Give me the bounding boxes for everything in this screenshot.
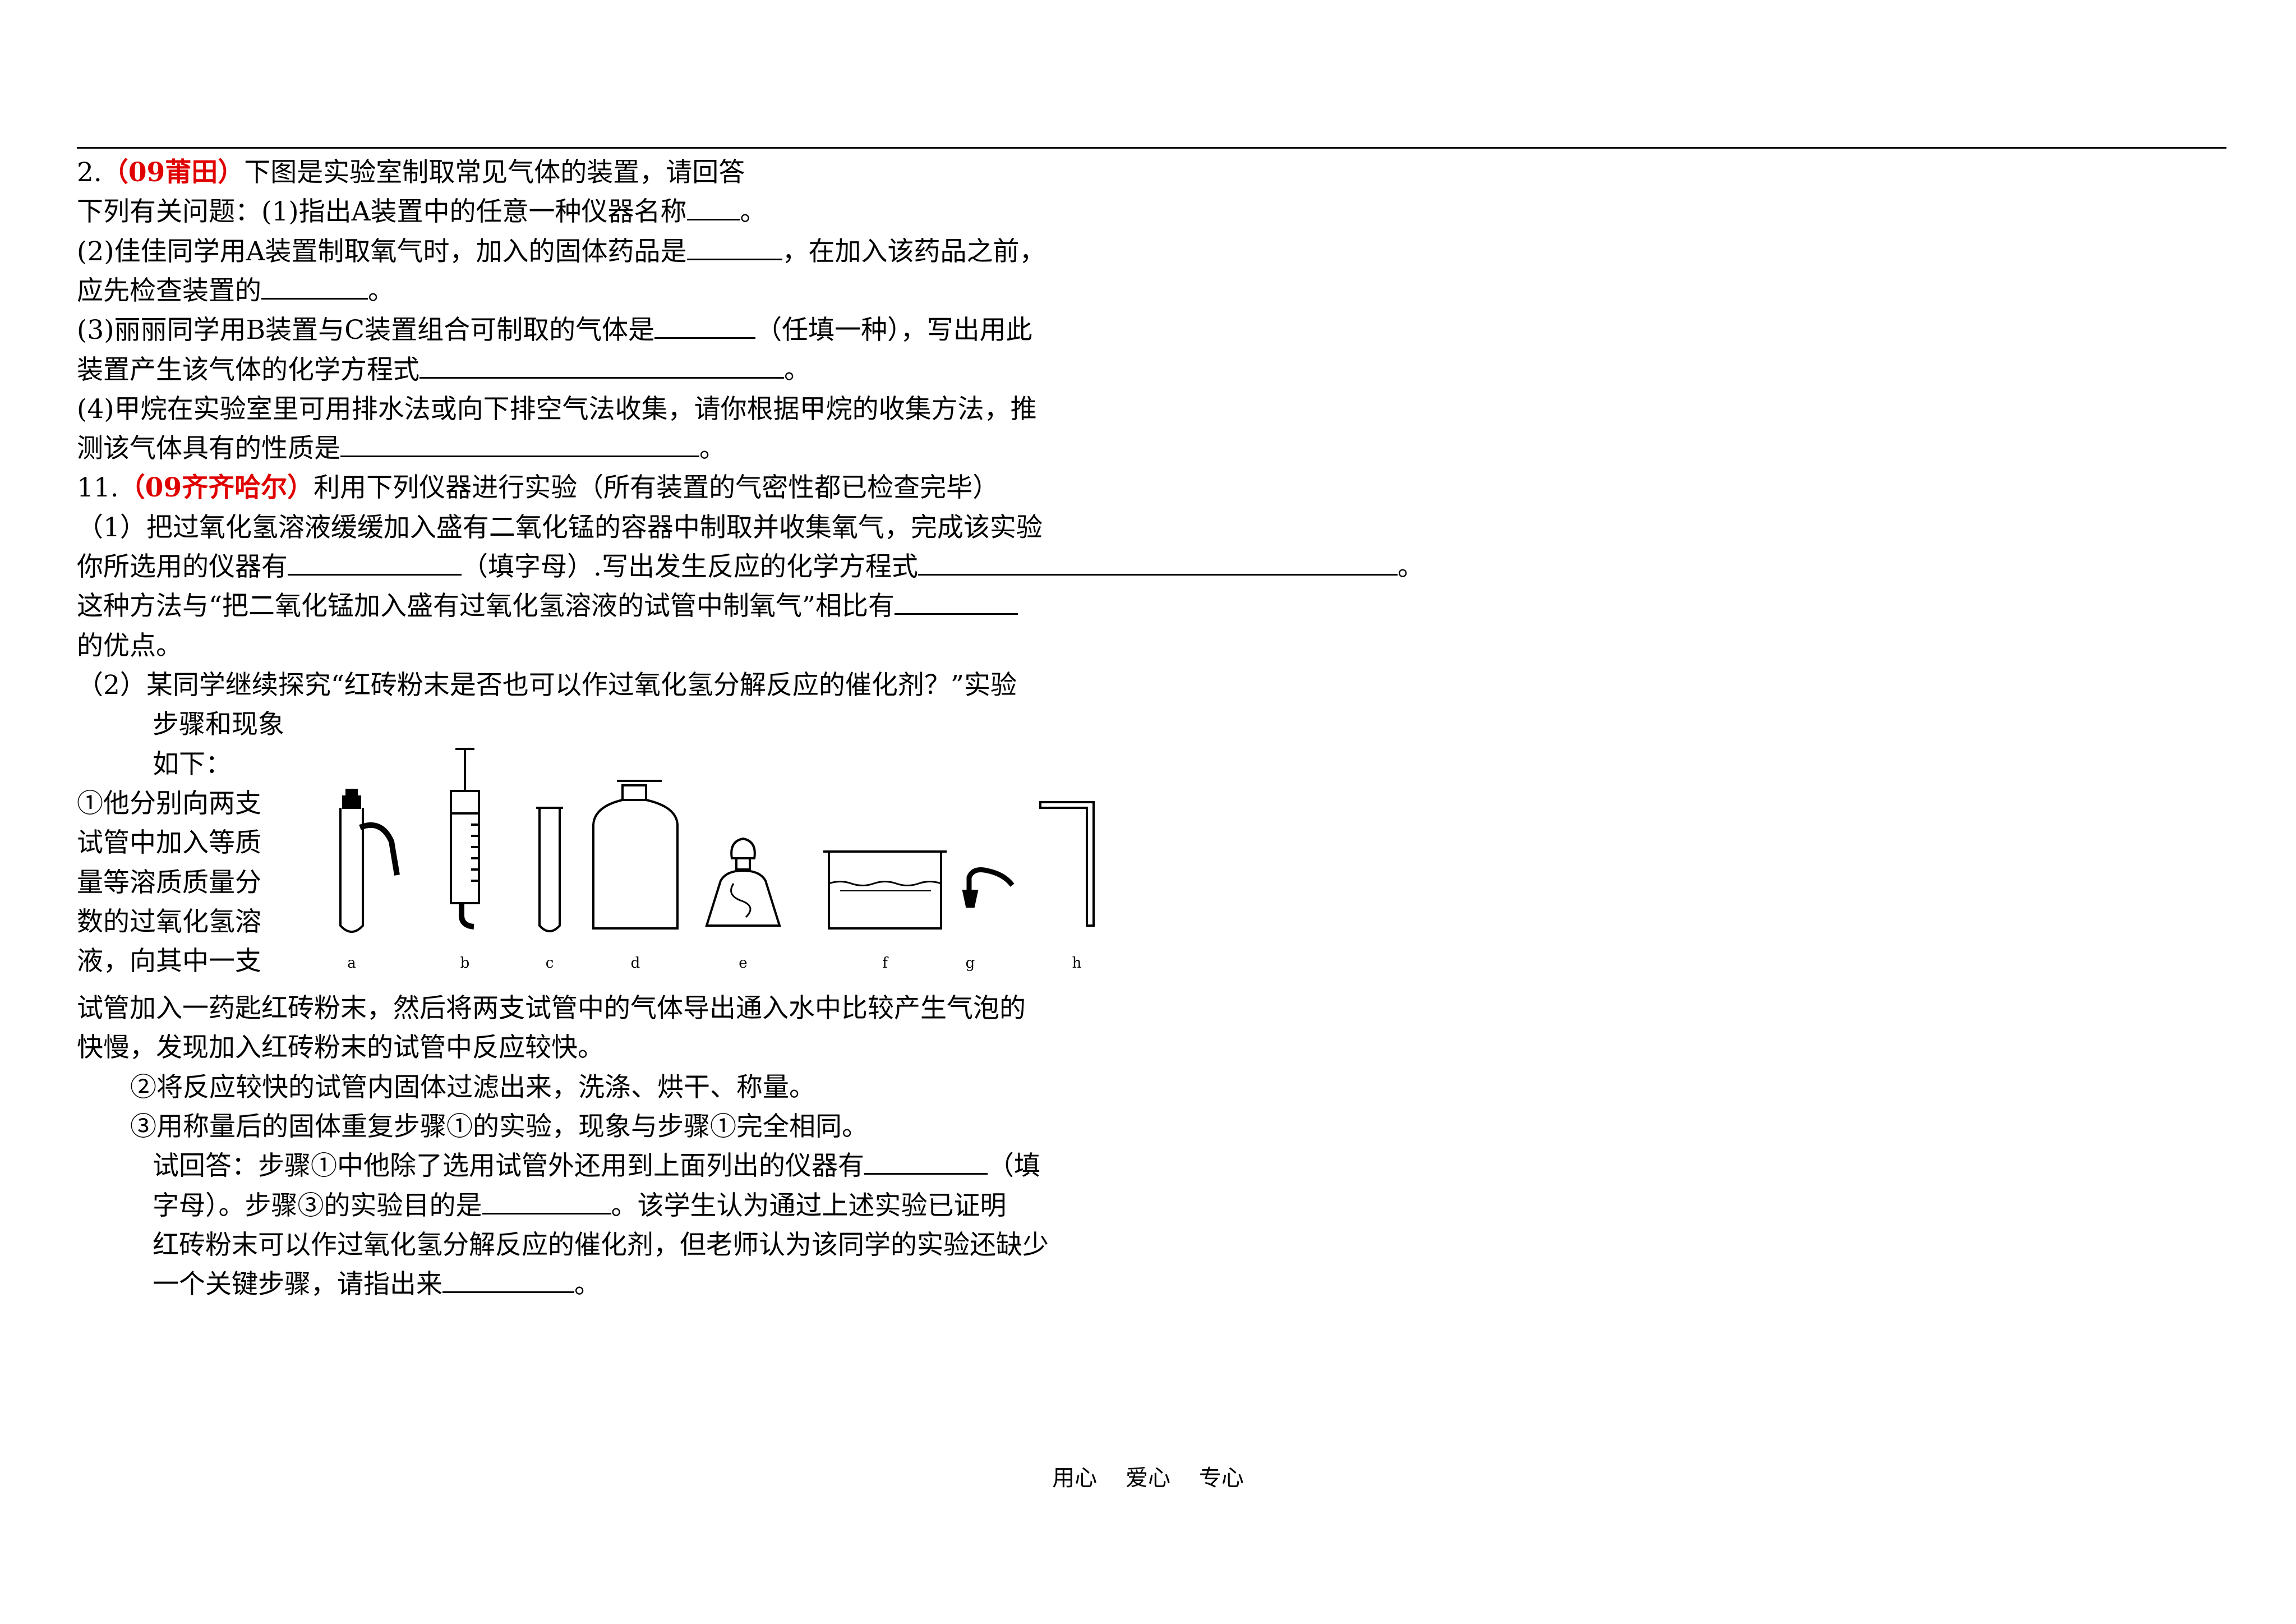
q11-p2-line-2: 步骤和现象: [153, 709, 284, 740]
q11-side-line: 液，向其中一支: [77, 946, 261, 977]
stopper-with-tube: [962, 867, 1015, 908]
q11-answer-line-2: 字母）。步骤③的实验目的是。该学生认为通过上述实验已证明: [153, 1190, 1007, 1221]
q11-side-line: 数的过氧化氢溶: [77, 907, 261, 937]
q11-side-line: ①他分别向两支: [77, 788, 261, 819]
q11-step-2: ②将反应较快的试管内固体过滤出来，洗涤、烘干、称量。: [130, 1072, 815, 1103]
answer-blank[interactable]: [686, 236, 782, 260]
figure-label-c: c: [546, 955, 554, 972]
answer-blank[interactable]: [895, 591, 1018, 615]
page-footer: 用心 爱心 专心: [1052, 1465, 1244, 1491]
alcohol-lamp: [705, 837, 781, 927]
q11-p2-line-4: 试管加入一药匙红砖粉末，然后将两支试管中的气体导出通入水中比较产生气泡的: [77, 993, 1026, 1024]
q11-p1-line-2: 你所选用的仪器有（填字母）.写出发生反应的化学方程式。: [77, 551, 1424, 582]
q2-line-4: 应先检查装置的。: [77, 275, 394, 306]
test-tube: [536, 807, 563, 932]
header-rule: [77, 147, 2226, 149]
test-tube-with-stopper: [339, 789, 400, 933]
figure-label-d: d: [631, 955, 640, 972]
answer-blank[interactable]: [442, 1269, 574, 1293]
q2-source: （09莆田）: [102, 157, 245, 188]
figure-label-b: b: [460, 955, 470, 972]
answer-blank[interactable]: [340, 433, 699, 457]
figure-label-h: h: [1072, 955, 1082, 972]
answer-blank[interactable]: [686, 196, 740, 220]
q11-p2-line-5: 快慢，发现加入红砖粉末的试管中反应较快。: [77, 1032, 604, 1063]
answer-blank[interactable]: [918, 551, 1398, 576]
answer-blank[interactable]: [261, 275, 368, 300]
q2-line-5: (3)丽丽同学用B装置与C装置组合可制取的气体是（任填一种），写出用此: [77, 315, 1032, 346]
figure-label-e: e: [739, 955, 747, 972]
q11-side-line: 试管中加入等质: [77, 827, 261, 858]
q2-line-8: 测该气体具有的性质是。: [77, 433, 726, 464]
answer-blank[interactable]: [288, 551, 462, 576]
figure-label-g: g: [966, 955, 975, 972]
q2-line-1: 2.（09莆田）下图是实验室制取常见气体的装置，请回答: [77, 157, 745, 188]
q11-step-3: ③用称量后的固体重复步骤①的实验，现象与步骤①完全相同。: [130, 1111, 868, 1142]
q11-side-line: 量等溶质质量分: [77, 867, 261, 898]
bent-glass-tube: [1039, 801, 1095, 927]
answer-blank[interactable]: [864, 1151, 988, 1175]
answer-blank[interactable]: [482, 1190, 611, 1214]
q11-answer-line-4: 一个关键步骤，请指出来。: [153, 1269, 601, 1300]
figure-label-f: f: [882, 955, 889, 972]
q11-line-1: 11.（09齐齐哈尔）利用下列仪器进行实验（所有装置的气密性都已检查完毕）: [77, 472, 999, 503]
apparatus-figure: a b c d e f g h: [339, 748, 1095, 972]
q2-line-2: 下列有关问题：(1)指出A装置中的任意一种仪器名称。: [77, 196, 767, 227]
q11-answer-line-1: 试回答：步骤①中他除了选用试管外还用到上面列出的仪器有（填: [153, 1151, 1040, 1181]
q2-line-6: 装置产生该气体的化学方程式。: [77, 355, 810, 385]
answer-blank[interactable]: [419, 355, 784, 379]
figure-label-a: a: [347, 955, 356, 972]
answer-blank[interactable]: [654, 315, 756, 339]
water-trough: [823, 850, 947, 930]
q2-line-7: (4)甲烷在实验室里可用排水法或向下排空气法收集，请你根据甲烷的收集方法，推: [77, 394, 1037, 425]
q11-answer-line-3: 红砖粉末可以作过氧化氢分解反应的催化剂，但老师认为该同学的实验还缺少: [153, 1230, 1049, 1260]
q11-p2-line-3: 如下：: [153, 749, 232, 780]
q11-p1-line-3: 这种方法与“把二氧化锰加入盛有过氧化氢溶液的试管中制氧气”相比有: [77, 591, 1018, 622]
q11-p2-line-1: （2）某同学继续探究“红砖粉末是否也可以作过氧化氢分解反应的催化剂？”实验: [77, 670, 1017, 701]
q11-p1-line-4: 的优点。: [77, 631, 182, 661]
q11-p1-line-1: （1）把过氧化氢溶液缓缓加入盛有二氧化锰的容器中制取并收集氧气，完成该实验: [77, 512, 1043, 543]
q2-line-3: (2)佳佳同学用A装置制取氧气时，加入的固体药品是，在加入该药品之前，: [77, 236, 1046, 267]
syringe: [450, 748, 480, 930]
q11-source: （09齐齐哈尔）: [118, 472, 314, 503]
gas-collection-bottle: [592, 780, 679, 930]
